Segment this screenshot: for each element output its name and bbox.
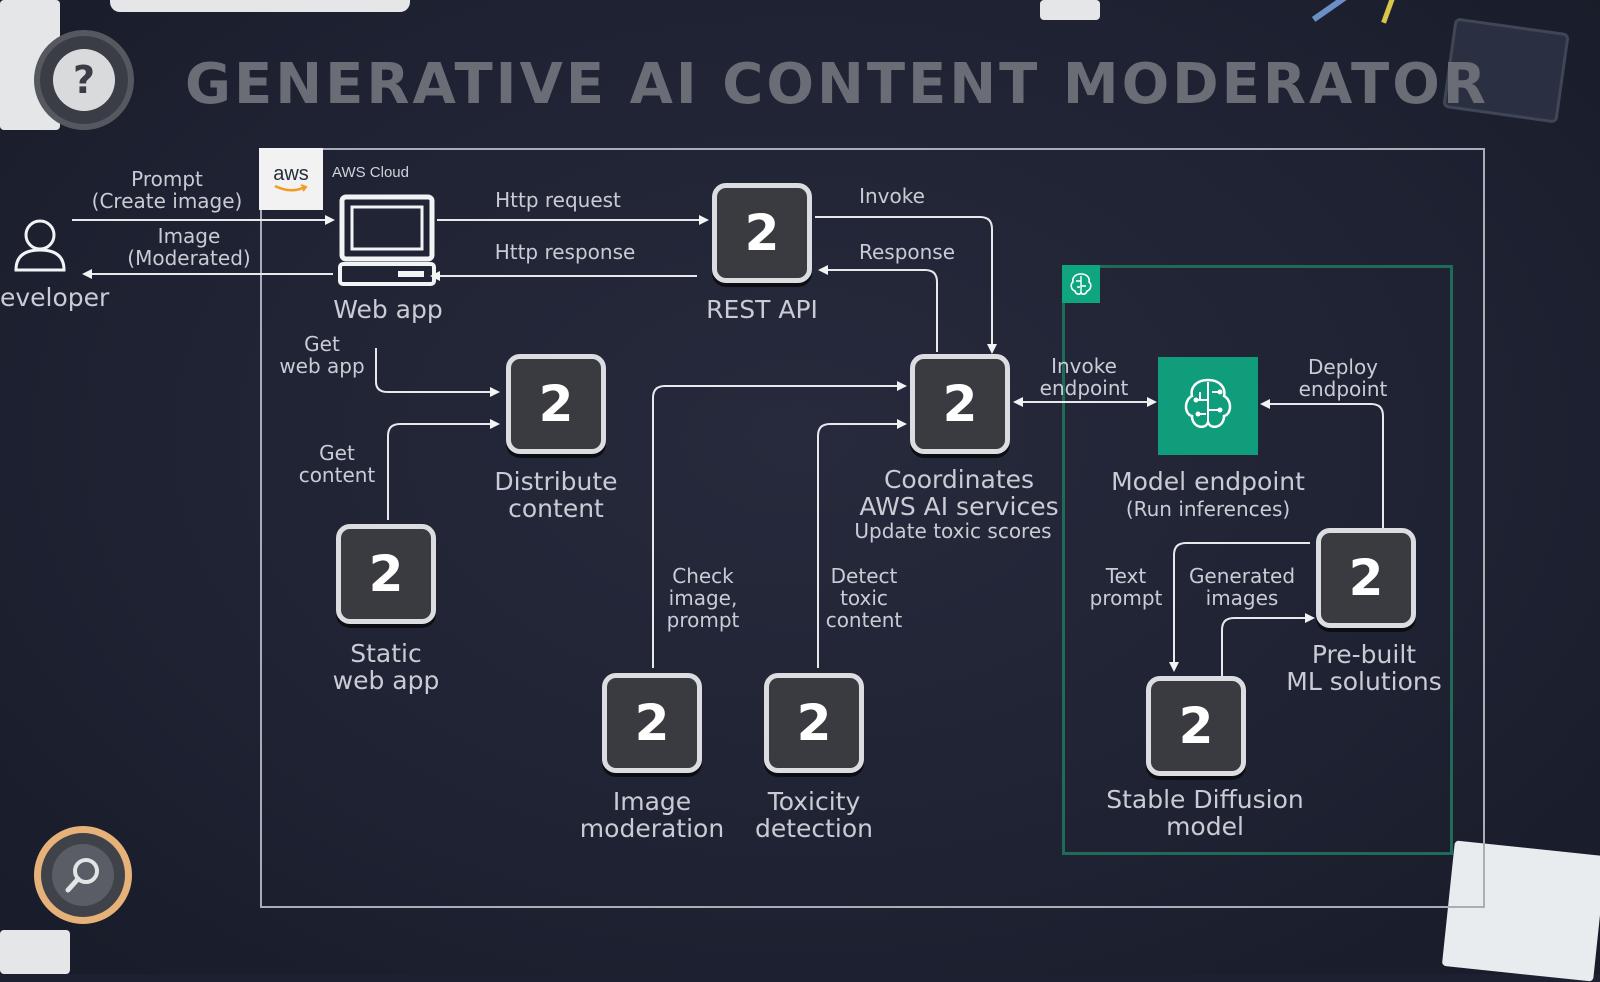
generated-images-label: Generated images <box>1188 564 1296 610</box>
model-endpoint-label: Model endpoint <box>1111 467 1305 496</box>
aws-logo: aws <box>259 148 323 210</box>
text-prompt-label: Text prompt <box>1089 564 1163 610</box>
image-moderated-label: Image (Moderated) <box>127 224 251 270</box>
web-app-label[interactable]: Web app <box>333 295 443 324</box>
paper-top-right <box>1040 0 1100 20</box>
prompt-label: Prompt (Create image) <box>91 167 243 213</box>
http-response-label: Http response <box>494 240 636 264</box>
prebuilt-ml-tile[interactable]: 2 <box>1316 528 1416 628</box>
static-web-app-tile[interactable]: 2 <box>336 524 436 624</box>
web-app-icon <box>338 194 436 286</box>
model-endpoint-box[interactable] <box>1158 357 1258 455</box>
distribute-content-label: Distribute content <box>494 467 618 523</box>
sagemaker-badge <box>1062 265 1100 303</box>
sagemaker-frame <box>1062 265 1453 855</box>
get-content-label: Get content <box>298 441 376 487</box>
image-moderation-label: Image moderation <box>579 787 725 843</box>
http-request-label: Http request <box>495 188 621 212</box>
developer-icon <box>14 219 66 272</box>
toxicity-detection-label: Toxicity detection <box>754 787 874 843</box>
invoke-label: Invoke <box>859 184 925 208</box>
coordinates-tile[interactable]: 2 <box>910 354 1010 454</box>
toxicity-detection-tile[interactable]: 2 <box>764 673 864 773</box>
rest-api-label: REST API <box>706 295 818 324</box>
update-toxic-scores-label: Update toxic scores <box>854 519 1052 543</box>
search-button[interactable] <box>34 826 132 924</box>
help-button[interactable]: ? <box>34 30 134 130</box>
aws-cloud-label: AWS Cloud <box>332 164 409 181</box>
get-web-app-label: Get web app <box>279 332 365 378</box>
response-label: Response <box>858 240 956 264</box>
stable-diffusion-label: Stable Diffusion model <box>1106 785 1304 841</box>
aws-cloud-frame <box>260 148 1485 908</box>
detect-toxic-label: Detect toxic content <box>825 564 903 632</box>
page-title: GENERATIVE AI CONTENT MODERATOR <box>185 52 1489 117</box>
question-mark-icon: ? <box>53 49 115 111</box>
invoke-endpoint-label: Invoke endpoint <box>1039 354 1129 400</box>
paper-top <box>110 0 410 12</box>
image-moderation-tile[interactable]: 2 <box>602 673 702 773</box>
brain-circuit-icon <box>1184 378 1232 429</box>
rest-api-tile[interactable]: 2 <box>712 183 812 283</box>
distribute-content-tile[interactable]: 2 <box>506 354 606 454</box>
stable-diffusion-tile[interactable]: 2 <box>1146 676 1246 776</box>
deploy-endpoint-label: Deploy endpoint <box>1298 355 1388 401</box>
developer-label: eveloper <box>0 283 110 312</box>
magnifier-icon <box>65 858 99 893</box>
run-inferences-label: (Run inferences) <box>1125 497 1291 521</box>
paper-bottom-left <box>0 930 70 974</box>
prebuilt-ml-label: Pre-built ML solutions <box>1286 640 1442 696</box>
coordinates-label: Coordinates AWS AI services <box>859 465 1059 521</box>
static-web-app-label: Static web app <box>332 639 440 695</box>
check-image-label: Check image, prompt <box>666 564 740 632</box>
brain-icon <box>1070 273 1092 295</box>
